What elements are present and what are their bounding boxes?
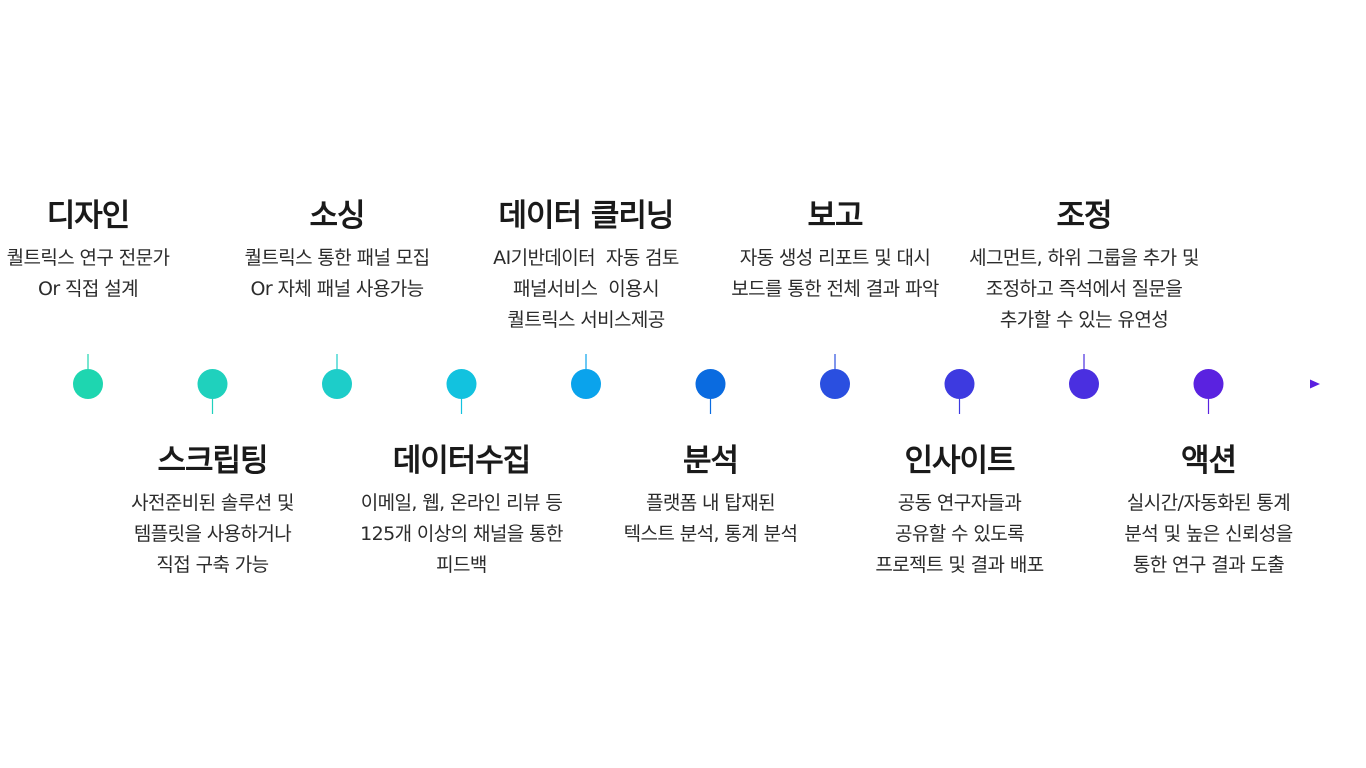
step-node (1069, 369, 1099, 399)
step-description-line: 추가할 수 있는 유연성 (999, 309, 1169, 331)
step-description-line: 공동 연구자들과 (897, 492, 1022, 514)
step-node (1193, 369, 1224, 399)
step-node (73, 369, 103, 399)
step-description-line: Or 직접 설계 (38, 278, 139, 300)
step-description-line: 125개 이상의 채널을 통한 (360, 523, 563, 545)
step-title: 액션 (1180, 443, 1237, 479)
step-description-line: 플랫폼 내 탑재된 (645, 492, 776, 514)
step-title: 디자인 (46, 198, 131, 234)
step-title: 소싱 (309, 198, 365, 234)
step-description-line: 자동 생성 리포트 및 대시 (739, 247, 931, 269)
step-description-line: 실시간/자동화된 통계 (1126, 492, 1291, 514)
step-description-line: 조정하고 즉석에서 질문을 (985, 278, 1183, 300)
arrow-head-icon (1310, 379, 1320, 389)
step-description-line: 퀄트릭스 연구 전문가 (6, 247, 170, 269)
step-node (944, 369, 975, 399)
step-node (695, 369, 726, 399)
step-description-line: 이메일, 웹, 온라인 리뷰 등 (360, 492, 563, 514)
step-node (322, 369, 352, 399)
step-description-line: Or 자체 패널 사용가능 (250, 278, 425, 300)
step-description-line: 직접 구축 가능 (156, 554, 269, 576)
step-title: 인사이트 (904, 443, 1015, 479)
step-title: 보고 (807, 198, 863, 234)
step-description-line: 사전준비된 솔루션 및 (131, 492, 294, 514)
step-title: 데이터수집 (392, 443, 532, 479)
step-title: 조정 (1056, 198, 1112, 234)
step-description: 퀄트릭스 연구 전문가 Or 직접 설계 (0, 243, 218, 305)
step-description-line: 퀄트릭스 통한 패널 모집 (244, 247, 430, 269)
step-description: 퀄트릭스 통한 패널 모집 Or 자체 패널 사용가능 (207, 243, 467, 305)
step-description-line: 세그먼트, 하위 그룹을 추가 및 (969, 247, 1199, 269)
step-description-line: 템플릿을 사용하거나 (133, 523, 292, 545)
step-description-line: 보드를 통한 전체 결과 파악 (731, 278, 939, 300)
step-node (820, 369, 850, 399)
step-node (446, 369, 477, 399)
step-title: 스크립팅 (157, 443, 268, 479)
step-description-line: 패널서비스 이용시 (513, 278, 660, 300)
step-title: 분석 (682, 443, 739, 479)
step-description-line: 프로젝트 및 결과 배포 (875, 554, 1044, 576)
step-node (571, 369, 601, 399)
step-node (197, 369, 228, 399)
step-description-line: AI기반데이터 자동 검토 (493, 247, 679, 269)
step-description-line: 통한 연구 결과 도출 (1132, 554, 1285, 576)
step-description-line: 피드백 (436, 554, 487, 576)
step-description-line: 퀄트릭스 서비스제공 (507, 309, 665, 331)
step-description-line: 텍스트 분석, 통계 분석 (623, 523, 798, 545)
step-description-line: 공유할 수 있도록 (894, 523, 1025, 545)
step-title: 데이터 클리닝 (498, 198, 675, 234)
step-description-line: 분석 및 높은 신뢰성을 (1124, 523, 1293, 545)
